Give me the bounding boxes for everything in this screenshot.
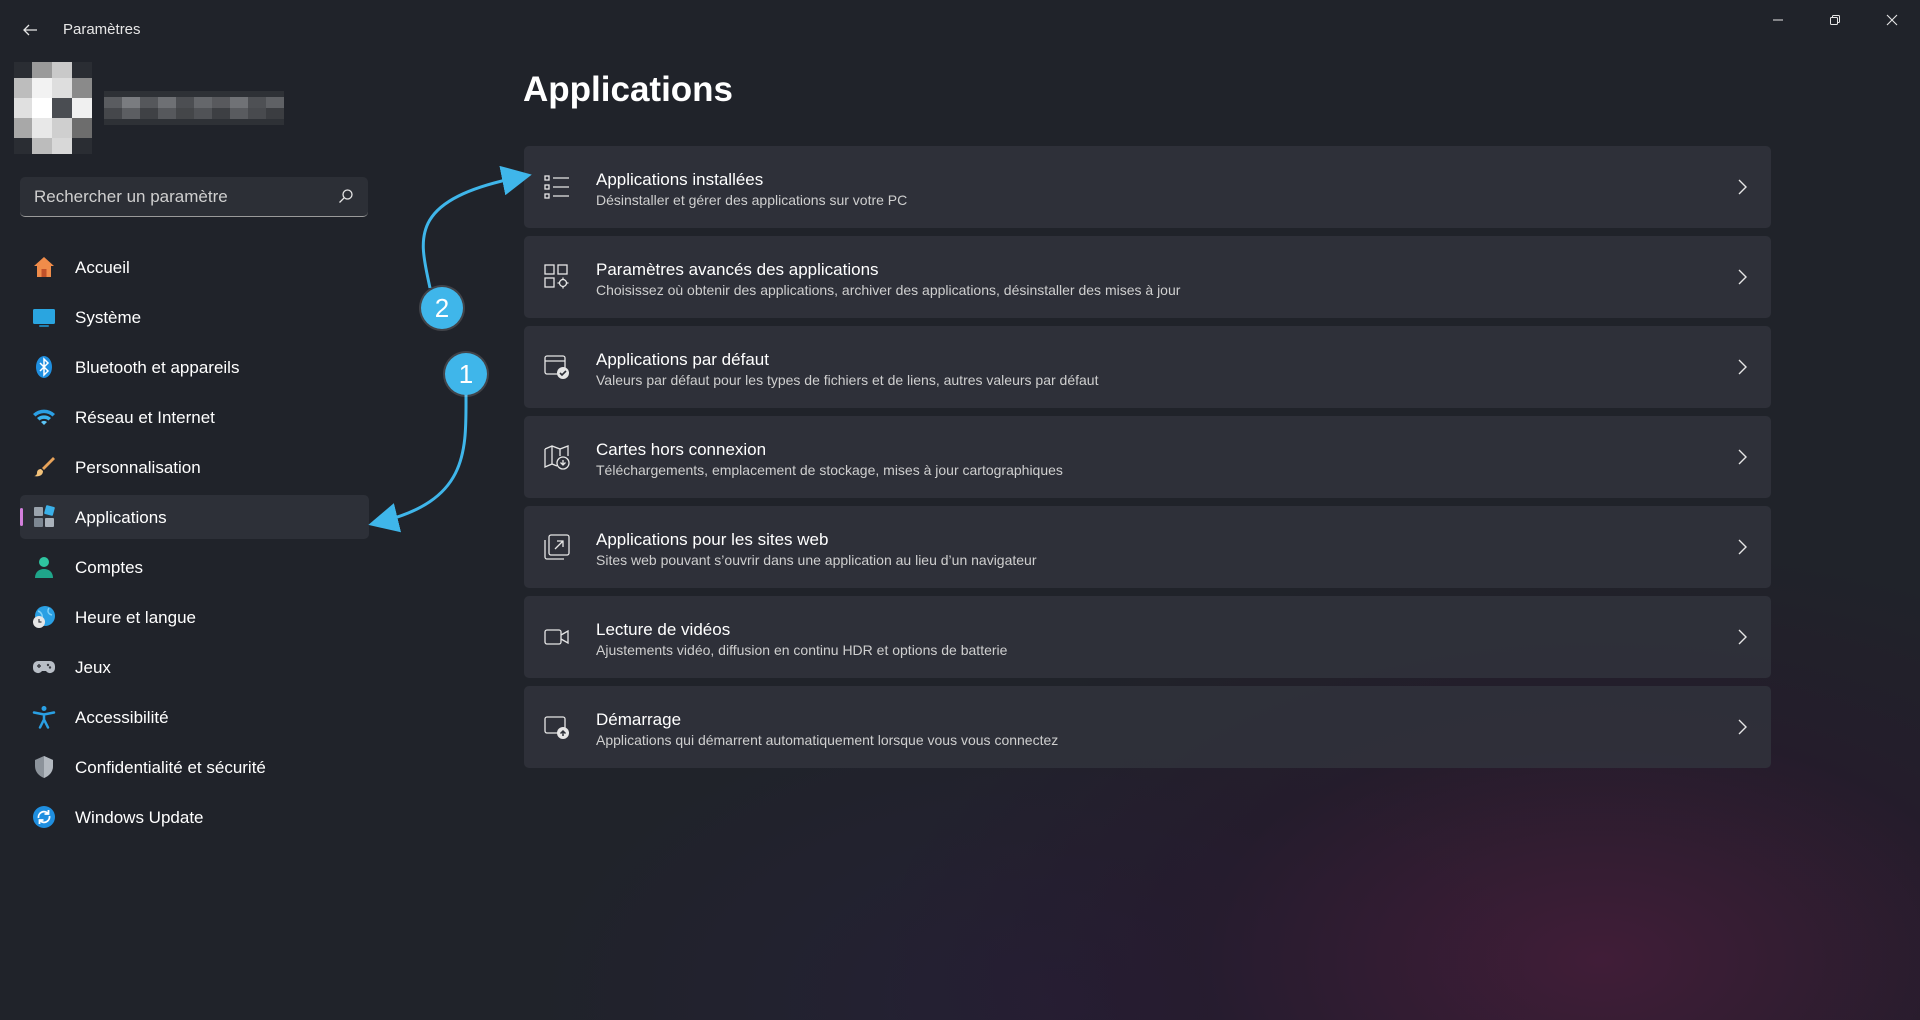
- accessibility-icon: [32, 706, 56, 729]
- video-camera-icon: [544, 629, 569, 645]
- card-subtitle: Ajustements vidéo, diffusion en continu …: [596, 642, 1008, 658]
- chevron-right-icon: [1738, 629, 1747, 645]
- sidebar-item-label: Applications: [75, 508, 167, 527]
- search-icon[interactable]: [338, 188, 354, 204]
- sidebar-item-windows-update[interactable]: Windows Update: [20, 795, 369, 839]
- close-button[interactable]: [1863, 0, 1920, 40]
- restore-icon: [1829, 15, 1840, 25]
- apps-icon: [34, 505, 55, 527]
- sidebar-item-applications[interactable]: Applications: [20, 495, 369, 539]
- chevron-right-icon: [1738, 359, 1747, 375]
- sidebar-item-personnalisation[interactable]: Personnalisation: [20, 445, 369, 489]
- settings-cards: Applications installées Désinstaller et …: [524, 146, 1771, 776]
- paintbrush-icon: [34, 457, 55, 477]
- card-applications-par-defaut[interactable]: Applications par défaut Valeurs par défa…: [524, 326, 1771, 408]
- sidebar-item-label: Système: [75, 308, 142, 327]
- window-controls: [1749, 0, 1920, 40]
- avatar: [14, 62, 92, 154]
- sidebar-item-reseau[interactable]: Réseau et Internet: [20, 395, 369, 439]
- restore-button[interactable]: [1806, 0, 1863, 40]
- sidebar-item-accueil[interactable]: Accueil: [20, 245, 369, 289]
- card-applications-sites-web[interactable]: Applications pour les sites web Sites we…: [524, 506, 1771, 588]
- card-title: Paramètres avancés des applications: [596, 260, 879, 279]
- sidebar-item-accessibilite[interactable]: Accessibilité: [20, 695, 369, 739]
- sidebar-item-label: Accessibilité: [75, 708, 169, 727]
- chevron-right-icon: [1738, 719, 1747, 735]
- sync-icon: [33, 806, 55, 828]
- sidebar-item-label: Bluetooth et appareils: [75, 358, 240, 377]
- chevron-right-icon: [1738, 269, 1747, 285]
- sidebar-item-label: Accueil: [75, 258, 130, 277]
- arrow-left-icon: [23, 24, 37, 36]
- window-title: Paramètres: [63, 21, 141, 38]
- bluetooth-icon: [36, 356, 52, 378]
- card-subtitle: Sites web pouvant s’ouvrir dans une appl…: [596, 552, 1037, 568]
- startup-icon: [544, 716, 569, 739]
- globe-clock-icon: [33, 606, 55, 628]
- card-title: Cartes hors connexion: [596, 440, 767, 459]
- sidebar-item-comptes[interactable]: Comptes: [20, 545, 369, 589]
- sidebar-item-heure-langue[interactable]: Heure et langue: [20, 595, 369, 639]
- sidebar-item-label: Comptes: [75, 558, 144, 577]
- chevron-right-icon: [1738, 449, 1747, 465]
- card-subtitle: Applications qui démarrent automatiqueme…: [596, 732, 1059, 748]
- gamepad-icon: [33, 661, 55, 673]
- card-title: Applications par défaut: [596, 350, 769, 369]
- annotation-arrow-1: [368, 391, 468, 533]
- monitor-icon: [33, 309, 55, 327]
- card-title: Démarrage: [596, 710, 682, 729]
- shield-icon: [35, 756, 53, 778]
- page-title: Applications: [523, 70, 734, 109]
- wifi-icon: [33, 409, 55, 425]
- card-parametres-avances[interactable]: Paramètres avancés des applications Choi…: [524, 236, 1771, 318]
- sidebar-item-label: Confidentialité et sécurité: [75, 758, 266, 777]
- open-in-app-icon: [544, 534, 570, 560]
- chevron-right-icon: [1738, 539, 1747, 555]
- user-profile[interactable]: [14, 62, 284, 154]
- card-cartes-hors-connexion[interactable]: Cartes hors connexion Téléchargements, e…: [524, 416, 1771, 498]
- step-badge-1: 1: [445, 353, 487, 395]
- card-title: Lecture de vidéos: [596, 620, 731, 639]
- card-title: Applications installées: [596, 170, 764, 189]
- card-applications-installees[interactable]: Applications installées Désinstaller et …: [524, 146, 1771, 228]
- title-bar: Paramètres: [0, 0, 1920, 60]
- sidebar-item-label: Réseau et Internet: [75, 408, 215, 427]
- back-button[interactable]: [14, 14, 46, 46]
- search-box: [20, 177, 368, 217]
- chevron-right-icon: [1738, 179, 1747, 195]
- sidebar-item-label: Heure et langue: [75, 608, 196, 627]
- map-download-icon: [544, 445, 570, 470]
- annotation-arrow-2: [421, 165, 532, 289]
- sidebar-item-label: Windows Update: [75, 808, 204, 827]
- list-icon: [544, 175, 569, 199]
- card-demarrage[interactable]: Démarrage Applications qui démarrent aut…: [524, 686, 1771, 768]
- card-subtitle: Désinstaller et gérer des applications s…: [596, 192, 908, 208]
- username-blurred: [104, 91, 284, 125]
- card-subtitle: Choisissez où obtenir des applications, …: [596, 282, 1181, 298]
- search-input[interactable]: [20, 177, 336, 217]
- home-icon: [34, 257, 54, 277]
- sidebar-item-jeux[interactable]: Jeux: [20, 645, 369, 689]
- minimize-icon: [1772, 19, 1783, 21]
- card-title: Applications pour les sites web: [596, 530, 829, 549]
- sidebar-item-label: Jeux: [75, 658, 111, 677]
- apps-gear-icon: [544, 264, 569, 289]
- sidebar-item-systeme[interactable]: Système: [20, 295, 369, 339]
- default-app-icon: [544, 355, 569, 379]
- minimize-button[interactable]: [1749, 0, 1806, 40]
- sidebar-item-bluetooth[interactable]: Bluetooth et appareils: [20, 345, 369, 389]
- card-subtitle: Téléchargements, emplacement de stockage…: [596, 462, 1063, 478]
- sidebar-item-confidentialite[interactable]: Confidentialité et sécurité: [20, 745, 369, 789]
- step-badge-2: 2: [421, 287, 463, 329]
- person-icon: [35, 557, 53, 578]
- sidebar-nav: Accueil Système Bluetooth et appareils R…: [20, 245, 369, 845]
- card-lecture-videos[interactable]: Lecture de vidéos Ajustements vidéo, dif…: [524, 596, 1771, 678]
- close-icon: [1886, 14, 1897, 26]
- card-subtitle: Valeurs par défaut pour les types de fic…: [596, 372, 1099, 388]
- sidebar-item-label: Personnalisation: [75, 458, 201, 477]
